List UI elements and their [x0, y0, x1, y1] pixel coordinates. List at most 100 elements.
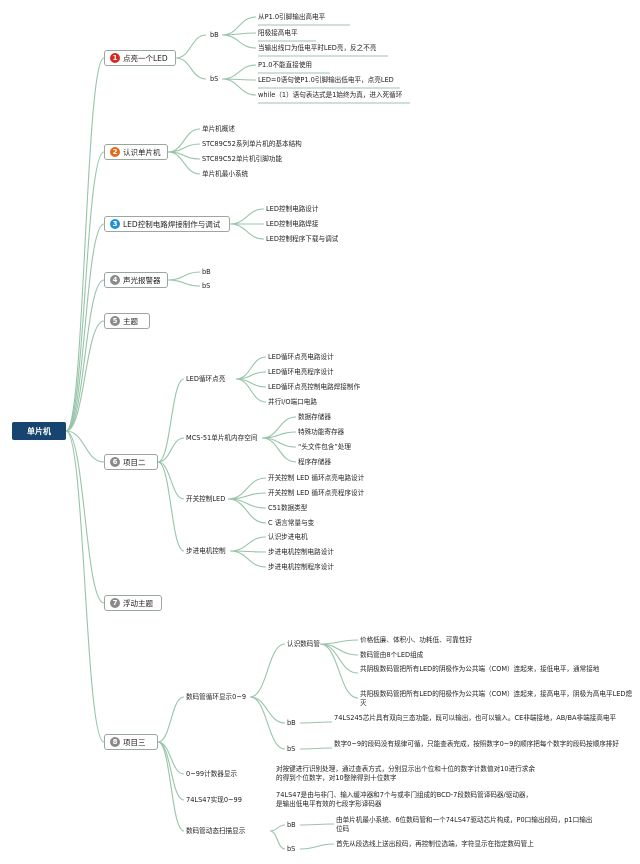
topic-4-label: 声光报警器 [123, 275, 161, 285]
badge-6-icon: 6 [110, 457, 120, 467]
branch-connector [65, 320, 105, 432]
t8-s1b[interactable]: bB [287, 719, 296, 727]
t1-bB-item[interactable]: 当输出线口为低电平时LED亮，反之不亮 [258, 44, 377, 52]
t1-bS[interactable]: bS [210, 75, 219, 83]
topic-7[interactable]: 7 浮动主题 [104, 595, 162, 611]
t8-s2[interactable]: 0~99计数器显示 [186, 770, 238, 778]
t2-item[interactable]: 单片机概述 [202, 125, 235, 133]
t8-s2-text[interactable]: 对按键进行识别处理，通过查表方式，分别显示出个位和十位的数字计数值对10进行求余… [276, 765, 535, 782]
topic-2[interactable]: 2 认识单片机 [104, 144, 168, 160]
t6-s4-item[interactable]: 认识步进电机 [268, 533, 308, 541]
topic-1[interactable]: 1 点亮一个LED [104, 50, 176, 66]
t8-s1a-item[interactable]: 共阴极数码管把所有LED的阴极作为公共端（COM）连起来，接低电平，通常接地 [360, 665, 600, 673]
t4-item[interactable]: bS [202, 282, 211, 290]
badge-7-icon: 7 [110, 598, 120, 608]
branch-connector [167, 271, 201, 281]
branch-connector [299, 721, 333, 724]
t6-s3-item[interactable]: 开关控制 LED 循环点亮电路设计 [268, 474, 365, 482]
t2-item[interactable]: STC89C52系列单片机的基本结构 [202, 140, 302, 148]
t6-s3-item[interactable]: C51数据类型 [268, 504, 308, 512]
t3-item[interactable]: LED控制电路焊接 [266, 220, 319, 228]
branch-connector [65, 151, 105, 432]
topic-5[interactable]: 5 主题 [104, 313, 150, 329]
branch-connector [167, 151, 201, 175]
t6-s2-item[interactable]: 程序存储器 [298, 458, 331, 466]
t8-s1a-item[interactable]: 数码管由8个LED组成 [360, 651, 424, 659]
t8-s1c[interactable]: bS [287, 745, 296, 753]
t6-s3-item[interactable]: C 语言常量与变 [268, 519, 315, 527]
t1-bB-item[interactable]: 从P1.0引脚输出高电平 [258, 13, 326, 21]
t8-s4[interactable]: 数码管动态扫描显示 [186, 827, 246, 835]
topic-8[interactable]: 8 项目三 [104, 734, 158, 750]
t6-s2-item[interactable]: 数据存储器 [298, 413, 331, 421]
badge-4-icon: 4 [110, 275, 120, 285]
t6-s2[interactable]: MCS-51单片机内存空间 [186, 434, 258, 442]
branch-connector [157, 437, 185, 463]
t6-s1-item[interactable]: LED循环点亮控制电路焊接制作 [268, 383, 361, 391]
t8-s4b[interactable]: bS [287, 845, 296, 853]
t8-s1a-item[interactable]: 价格低廉、体积小、功耗低、可靠性好 [360, 636, 473, 644]
t3-item[interactable]: LED控制电路设计 [266, 205, 319, 213]
root-label: 单片机 [27, 426, 51, 436]
branch-connector [175, 57, 207, 80]
topic-1-label: 点亮一个LED [123, 53, 168, 63]
t6-s3[interactable]: 开关控制LED [186, 495, 226, 503]
t8-s1[interactable]: 数码管循环显示0~9 [186, 693, 247, 701]
branch-connector [319, 643, 359, 674]
t1-bS-item[interactable]: LED=0语句使P1.0引脚输出低电平，点亮LED [258, 76, 394, 84]
t8-s1a-item[interactable]: 共阳极数码管把所有LED的阳极作为公共端（COM）连起来，接高电平，阴极为高电平… [360, 690, 633, 707]
t6-s4-item[interactable]: 步进电机控制程序设计 [268, 563, 334, 571]
t6-s1-item[interactable]: LED循环点亮电路设计 [268, 353, 334, 361]
t1-bS-item[interactable]: P1.0不能直接使用 [258, 61, 313, 69]
branch-connector [261, 437, 297, 463]
branch-connector [229, 208, 265, 225]
t1-bB-item[interactable]: 阳极接高电平 [258, 29, 298, 37]
branch-connector [65, 279, 105, 432]
branch-connector [221, 34, 257, 49]
topic-7-label: 浮动主题 [123, 598, 153, 608]
branch-connector [65, 430, 105, 743]
root-node[interactable]: 单片机 [12, 422, 66, 440]
branch-connector [65, 430, 105, 463]
t8-s1b-text[interactable]: 74LS245芯片具有双向三态功能，既可以输出，也可以输入。CE非端接地，AB/… [334, 714, 617, 722]
t8-s3[interactable]: 74LS47实现0~99 [186, 796, 242, 804]
branch-connector [157, 378, 185, 463]
t8-s4b-text[interactable]: 首先从段选线上送出段码，再控制位选端，字符显示在指定数码管上 [336, 840, 534, 848]
branch-connector [319, 643, 359, 699]
t2-item[interactable]: 单片机最小系统 [202, 170, 249, 178]
branch-connector [229, 550, 267, 568]
t8-s1c-text[interactable]: 数字0~9的段码没有规律可循，只能查表完成，按照数字0~9的顺序把每个数字的段码… [334, 740, 619, 748]
t2-item[interactable]: STC89C52单片机引脚功能 [202, 155, 282, 163]
topic-3[interactable]: 3 LED控制电路焊接制作与调试 [104, 216, 230, 232]
branch-connector [269, 824, 286, 832]
branch-connector [157, 461, 185, 552]
t4-item[interactable]: bB [202, 268, 211, 276]
t6-s4[interactable]: 步进电机控制 [186, 547, 226, 555]
topic-4[interactable]: 4 声光报警器 [104, 272, 168, 288]
t6-s2-item[interactable]: “头文件包含”处理 [298, 443, 351, 451]
badge-5-icon: 5 [110, 316, 120, 326]
topic-6-label: 项目二 [123, 457, 146, 467]
t6-s1[interactable]: LED循环点亮 [186, 375, 226, 383]
t8-s3-text[interactable]: 74LS47是由与非门、输入缓冲器和7个与或非门组成的BCD-7段数码管译码器/… [276, 791, 533, 808]
t6-s3-item[interactable]: 开关控制 LED 循环点亮程序设计 [268, 489, 365, 497]
t6-s1-item[interactable]: LED循环电亮程序设计 [268, 368, 334, 376]
t6-s4-item[interactable]: 步进电机控制电路设计 [268, 548, 334, 556]
t1-bB[interactable]: bB [210, 31, 219, 39]
t8-s1a[interactable]: 认识数码管 [287, 640, 320, 648]
topic-5-label: 主题 [123, 316, 138, 326]
t6-s1-item[interactable]: 并行I/O端口电路 [268, 398, 317, 406]
branch-connector [299, 747, 333, 750]
t8-s4a[interactable]: bB [287, 821, 296, 829]
topic-3-label: LED控制电路焊接制作与调试 [123, 219, 221, 229]
t6-s2-item[interactable]: 特殊功能寄存器 [298, 428, 345, 436]
t1-bS-item[interactable]: while（1）语句表达式是1始终为真，进入死循环 [258, 91, 403, 99]
branch-connector [235, 378, 267, 403]
branch-connector [221, 78, 257, 96]
t8-s4a-text[interactable]: 由单片机最小系统、6位数码管和一个74LS47驱动芯片构成，P0口输出段码，p1… [336, 816, 593, 833]
branch-connector [249, 696, 286, 750]
topic-6[interactable]: 6 项目二 [104, 454, 158, 470]
branch-connector [167, 279, 201, 287]
t3-item[interactable]: LED控制程序下载与调试 [266, 235, 339, 243]
